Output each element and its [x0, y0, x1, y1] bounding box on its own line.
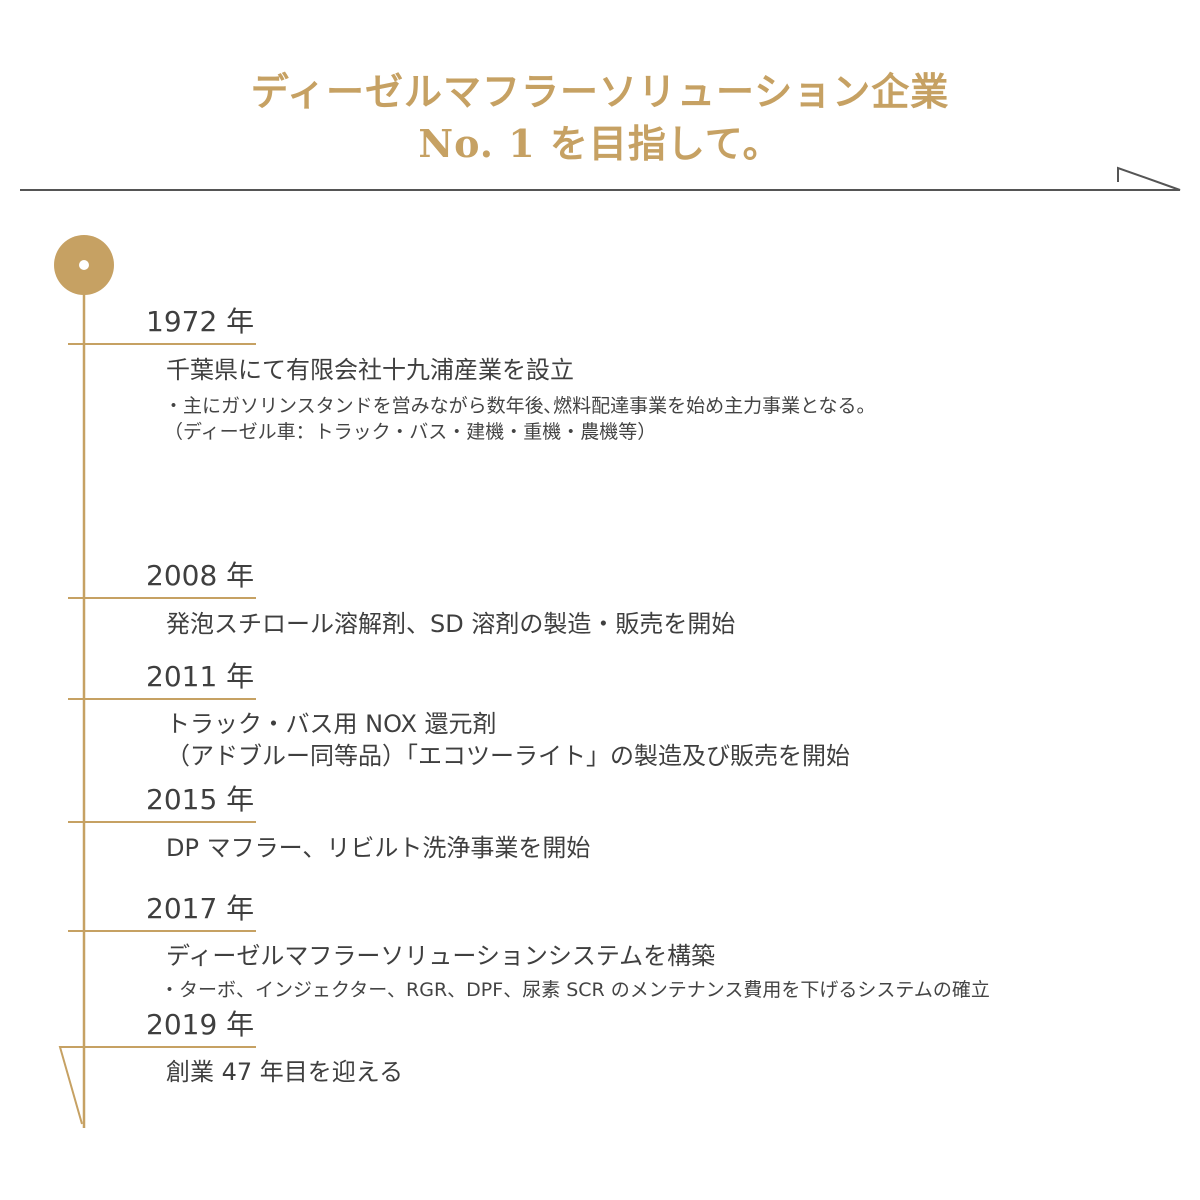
tick-2019-arrow	[58, 1046, 256, 1125]
year-2011: 2011 年	[146, 660, 255, 693]
event-2017-note-1: ・ターボ、インジェクター、RGR、DPF、尿素 SCR のメンテナンス費用を下げ…	[160, 979, 990, 1001]
year-1972: 1972 年	[146, 305, 255, 338]
event-1972-note-1: ・主にガソリンスタンドを営みながら数年後､燃料配達事業を始め主力事業となる。	[164, 395, 876, 417]
event-2017-title: ディーゼルマフラーソリューションシステムを構築	[166, 942, 716, 970]
event-2011-title: トラック・バス用 NOX 還元剤	[166, 710, 497, 738]
event-2011-title-line-2: （アドブルー同等品）「エコツーライト」の製造及び販売を開始	[166, 742, 850, 770]
year-2008: 2008 年	[146, 559, 255, 592]
headline-line-1: ディーゼルマフラーソリューション企業	[250, 69, 950, 114]
event-1972-note-2: （ディーゼル車：トラック・バス・建機・重機・農機等）	[164, 421, 657, 443]
event-2019-title: 創業 47 年目を迎える	[166, 1058, 404, 1086]
timeline-start-marker-core	[79, 260, 89, 270]
year-2019: 2019 年	[146, 1008, 255, 1041]
page-headline: ディーゼルマフラーソリューション企業 No. 1 を目指して。	[0, 66, 1200, 170]
year-2015: 2015 年	[146, 783, 255, 816]
timeline-start-marker	[54, 235, 114, 295]
headline-line-2: No. 1 を目指して。	[418, 121, 782, 166]
event-2008-title: 発泡スチロール溶解剤、SD 溶剤の製造・販売を開始	[166, 610, 736, 638]
event-1972-title: 千葉県にて有限会社十九浦産業を設立	[166, 356, 574, 384]
event-2015-title: DP マフラー、リビルト洗浄事業を開始	[166, 834, 591, 862]
year-2017: 2017 年	[146, 892, 255, 925]
